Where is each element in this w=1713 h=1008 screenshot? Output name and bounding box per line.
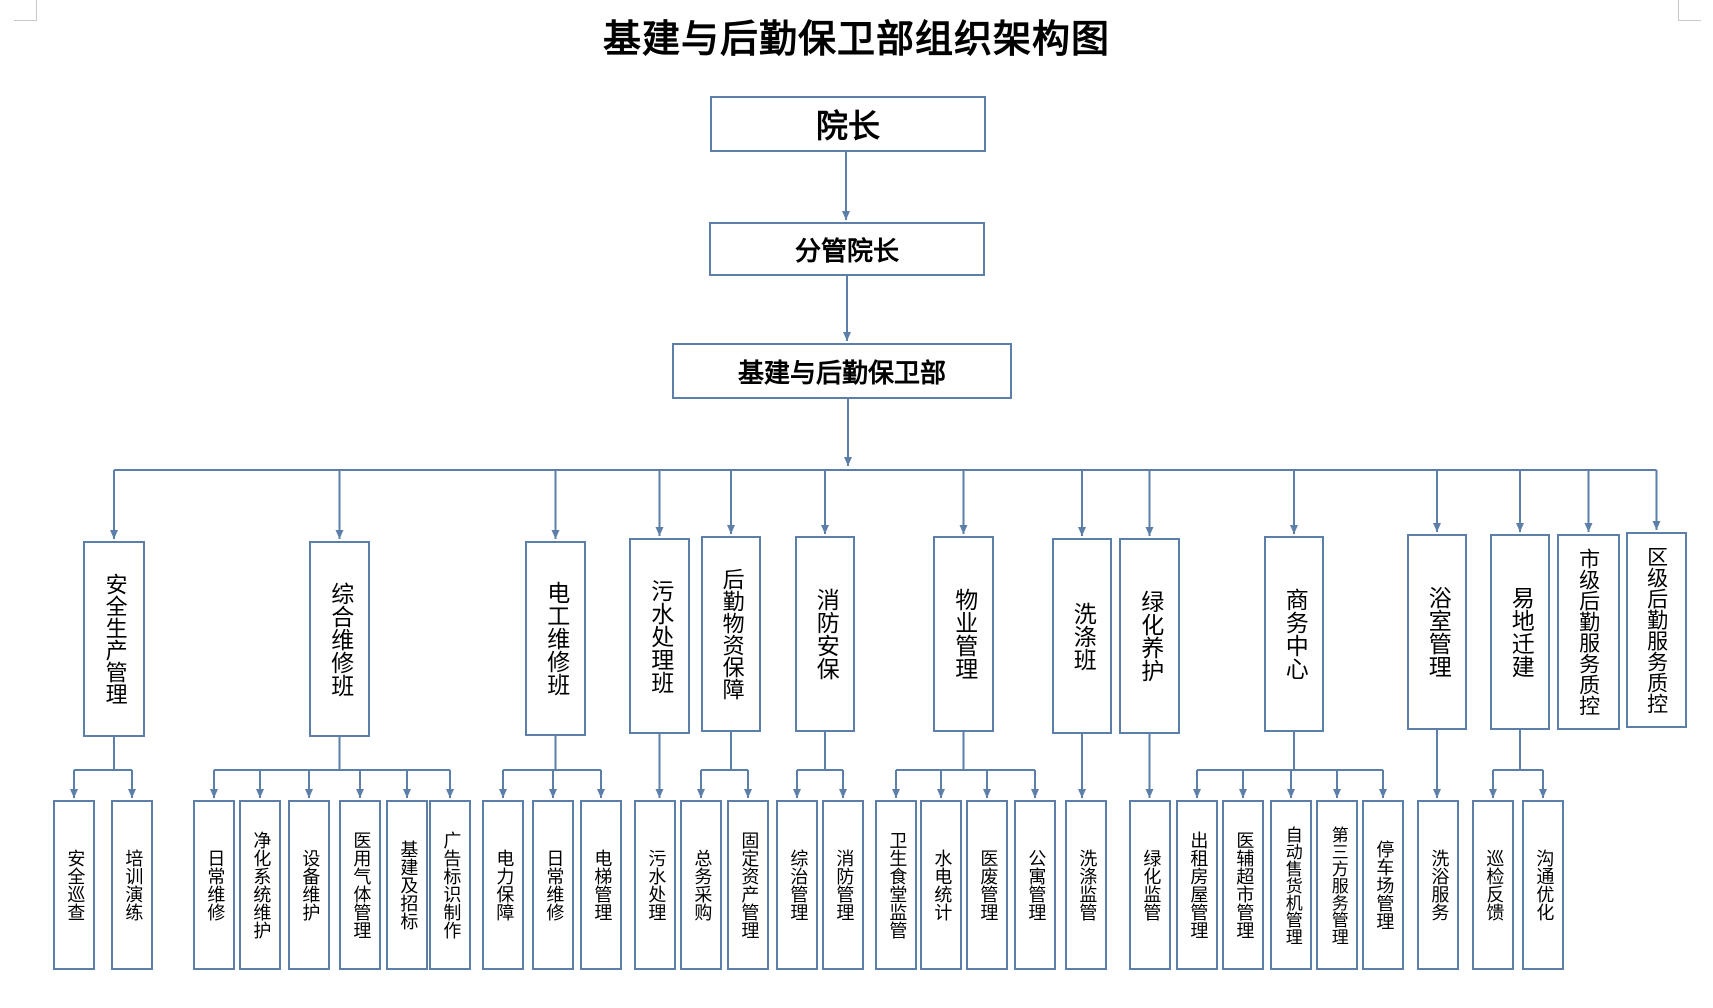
unit-box-10-label: 浴室管理 xyxy=(1424,586,1451,678)
unit-box-7-label: 洗涤班 xyxy=(1069,601,1096,671)
sub-box-11-0-label: 巡检反馈 xyxy=(1483,849,1505,921)
unit-box-4: 后勤物资保障 xyxy=(701,536,761,732)
sub-box-5-1-label: 消防管理 xyxy=(833,849,855,921)
sub-box-6-0-label: 卫生食堂监管 xyxy=(886,831,908,939)
sub-box-9-3: 第三方服务管理 xyxy=(1316,800,1358,970)
unit-box-11-label: 易地迁建 xyxy=(1507,586,1534,678)
sub-box-6-3-label: 公寓管理 xyxy=(1025,849,1047,921)
sub-box-6-2: 医废管理 xyxy=(966,800,1008,970)
sub-box-1-5-label: 广告标识制作 xyxy=(440,831,462,939)
unit-box-7: 洗涤班 xyxy=(1052,538,1112,734)
sub-box-9-2: 自动售货机管理 xyxy=(1270,800,1312,970)
sub-box-1-1-label: 净化系统维护 xyxy=(250,831,272,939)
sub-box-5-0: 综治管理 xyxy=(776,800,818,970)
sub-box-2-1-label: 日常维修 xyxy=(543,849,565,921)
sub-box-1-4: 基建及招标 xyxy=(386,800,428,970)
sub-box-6-1: 水电统计 xyxy=(920,800,962,970)
sub-box-4-1: 固定资产管理 xyxy=(727,800,769,970)
sub-box-9-1: 医辅超市管理 xyxy=(1222,800,1264,970)
sub-box-0-1: 培训演练 xyxy=(111,800,153,970)
unit-box-3-label: 污水处理班 xyxy=(646,578,673,694)
sub-box-1-3: 医用气体管理 xyxy=(339,800,381,970)
sub-box-3-0: 污水处理 xyxy=(634,800,676,970)
unit-box-9-label: 商务中心 xyxy=(1281,588,1308,680)
chart-title: 基建与后勤保卫部组织架构图 xyxy=(602,16,1110,61)
unit-box-9: 商务中心 xyxy=(1264,536,1324,732)
sub-box-1-3-label: 医用气体管理 xyxy=(350,831,372,939)
corner-mark-right xyxy=(1678,0,1701,21)
sub-box-7-0: 洗涤监管 xyxy=(1065,800,1107,970)
unit-box-2: 电工维修班 xyxy=(525,541,586,736)
sub-box-10-0-label: 洗浴服务 xyxy=(1428,849,1450,921)
unit-box-6-label: 物业管理 xyxy=(950,588,977,680)
sub-box-6-3: 公寓管理 xyxy=(1014,800,1056,970)
sub-box-2-1: 日常维修 xyxy=(532,800,574,970)
sub-box-0-0-label: 安全巡查 xyxy=(64,849,86,921)
sub-box-9-4: 停车场管理 xyxy=(1362,800,1404,970)
unit-box-5: 消防安保 xyxy=(795,536,855,732)
sub-box-0-0: 安全巡查 xyxy=(53,800,95,970)
sub-box-11-1: 沟通优化 xyxy=(1522,800,1564,970)
unit-box-13-label: 区级后勤服务质控 xyxy=(1644,546,1669,714)
sub-box-6-1-label: 水电统计 xyxy=(931,849,953,921)
sub-box-9-0-label: 出租房屋管理 xyxy=(1187,831,1209,939)
node-president-label: 院长 xyxy=(815,107,880,145)
sub-box-1-5: 广告标识制作 xyxy=(429,800,471,970)
unit-box-1-label: 综合维修班 xyxy=(326,581,353,697)
sub-box-7-0-label: 洗涤监管 xyxy=(1076,849,1098,921)
sub-box-1-2: 设备维护 xyxy=(288,800,330,970)
sub-box-5-0-label: 综治管理 xyxy=(787,849,809,921)
sub-box-9-1-label: 医辅超市管理 xyxy=(1233,831,1255,939)
unit-box-11: 易地迁建 xyxy=(1490,534,1550,730)
unit-box-13: 区级后勤服务质控 xyxy=(1626,532,1687,728)
sub-box-1-2-label: 设备维护 xyxy=(299,849,321,921)
node-vice-president: 分管院长 xyxy=(709,222,985,276)
sub-box-1-4-label: 基建及招标 xyxy=(397,840,419,930)
sub-box-2-0-label: 电力保障 xyxy=(493,849,515,921)
sub-box-1-0: 日常维修 xyxy=(193,800,235,970)
unit-box-0-label: 安全生产管理 xyxy=(101,573,127,705)
sub-box-4-0-label: 总务采购 xyxy=(691,849,713,921)
unit-box-3: 污水处理班 xyxy=(629,538,690,734)
sub-box-6-0: 卫生食堂监管 xyxy=(875,800,917,970)
sub-box-6-2-label: 医废管理 xyxy=(977,849,999,921)
sub-box-4-0: 总务采购 xyxy=(680,800,722,970)
sub-box-9-4-label: 停车场管理 xyxy=(1373,840,1395,930)
sub-box-9-3-label: 第三方服务管理 xyxy=(1327,825,1348,945)
corner-mark-left xyxy=(14,0,37,21)
sub-box-10-0: 洗浴服务 xyxy=(1417,800,1459,970)
unit-box-6: 物业管理 xyxy=(933,536,994,732)
unit-box-0: 安全生产管理 xyxy=(83,541,145,737)
sub-box-11-1-label: 沟通优化 xyxy=(1533,849,1555,921)
unit-box-8-label: 绿化养护 xyxy=(1136,590,1163,682)
unit-box-4-label: 后勤物资保障 xyxy=(718,568,744,700)
unit-box-1: 综合维修班 xyxy=(309,541,370,737)
sub-box-5-1: 消防管理 xyxy=(822,800,864,970)
sub-box-11-0: 巡检反馈 xyxy=(1472,800,1514,970)
unit-box-2-label: 电工维修班 xyxy=(542,581,569,696)
sub-box-2-2: 电梯管理 xyxy=(580,800,622,970)
unit-box-12-label: 市级后勤服务质控 xyxy=(1576,548,1601,716)
sub-box-9-2-label: 自动售货机管理 xyxy=(1281,825,1302,945)
sub-box-8-0: 绿化监管 xyxy=(1129,800,1171,970)
unit-box-12: 市级后勤服务质控 xyxy=(1557,534,1620,730)
unit-box-10: 浴室管理 xyxy=(1407,534,1467,730)
sub-box-2-2-label: 电梯管理 xyxy=(591,849,613,921)
node-department-label: 基建与后勤保卫部 xyxy=(737,358,946,389)
node-vice-president-label: 分管院长 xyxy=(794,236,899,267)
node-department: 基建与后勤保卫部 xyxy=(672,343,1012,399)
unit-box-8: 绿化养护 xyxy=(1119,538,1180,734)
sub-box-3-0-label: 污水处理 xyxy=(645,849,667,921)
sub-box-0-1-label: 培训演练 xyxy=(122,849,144,921)
sub-box-2-0: 电力保障 xyxy=(482,800,524,970)
sub-box-8-0-label: 绿化监管 xyxy=(1140,849,1162,921)
sub-box-1-0-label: 日常维修 xyxy=(204,849,226,921)
sub-box-1-1: 净化系统维护 xyxy=(239,800,281,970)
unit-box-5-label: 消防安保 xyxy=(812,588,839,680)
node-president: 院长 xyxy=(710,96,986,152)
sub-box-9-0: 出租房屋管理 xyxy=(1176,800,1218,970)
sub-box-4-1-label: 固定资产管理 xyxy=(738,831,760,939)
